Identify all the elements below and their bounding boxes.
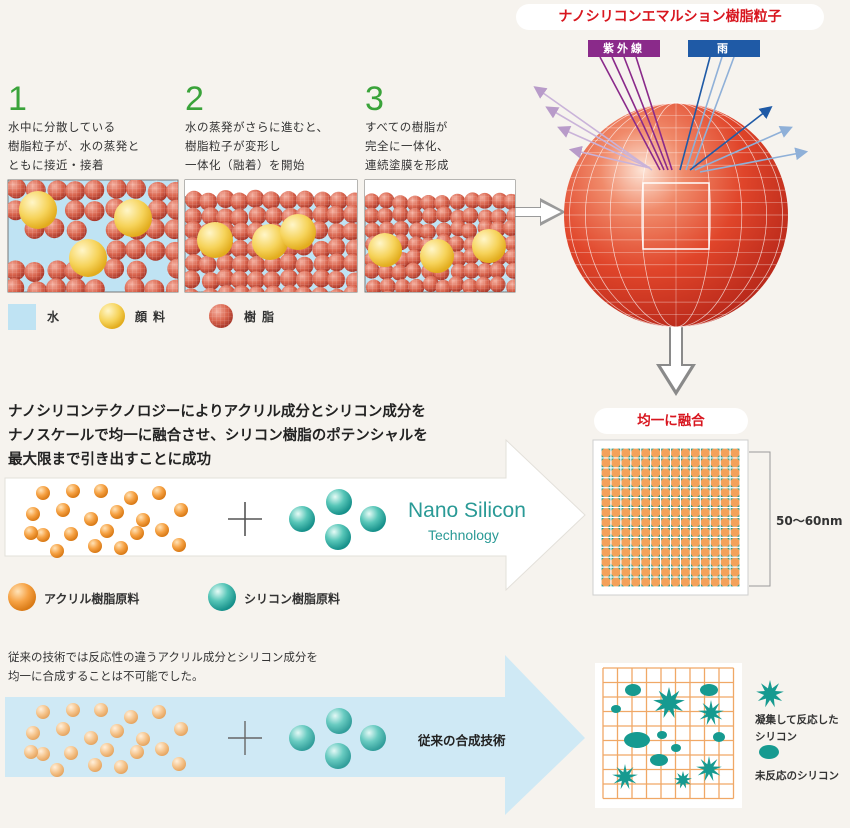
plus-sign-nano xyxy=(228,502,262,536)
legend-water: 水 xyxy=(47,310,66,324)
size-bracket xyxy=(749,451,771,587)
nano-tech-line2: Technology xyxy=(428,527,499,543)
uv-label: 紫外線 xyxy=(603,42,645,55)
legend-silicon: シリコン樹脂原料 xyxy=(244,592,341,606)
plus-sign-conventional xyxy=(228,721,262,755)
step-3-number: 3 xyxy=(365,80,384,118)
headline: ナノシリコンテクノロジーによりアクリル成分とシリコン成分を ナノスケールで均一に… xyxy=(8,404,428,468)
weather-rays xyxy=(533,56,809,173)
sphere-to-fusion-arrow xyxy=(656,318,696,396)
fusion-pill: 均一に融合 xyxy=(594,408,748,434)
aggregated-silicon-icon xyxy=(756,680,784,708)
legend-acrylic: アクリル樹脂原料 xyxy=(44,592,140,606)
size-label: 50〜60nm xyxy=(776,514,843,528)
nano-tech-line1: Nano Silicon xyxy=(408,499,526,522)
rain-tag-box xyxy=(688,40,760,57)
step-1-text: 水中に分散している 樹脂粒子が、水の蒸発と ともに接近・接着 xyxy=(8,120,140,172)
resin-swatch xyxy=(209,304,233,328)
legend-pigment: 顔料 xyxy=(135,310,172,324)
resin-sphere xyxy=(564,102,788,328)
water-swatch xyxy=(8,304,36,330)
conventional-label: 従来の合成技術 xyxy=(418,733,506,748)
step-2-text: 水の蒸発がさらに進むと、 樹脂粒子が変形し 一体化（融着）を開始 xyxy=(185,120,329,172)
step-panel-3 xyxy=(364,179,516,293)
step-panel-2 xyxy=(184,179,358,293)
legend-aggregated: 凝集して反応した シリコン xyxy=(755,714,839,743)
panel-to-sphere-arrow xyxy=(505,198,566,226)
uv-tag-box xyxy=(588,40,660,57)
arrow-particles xyxy=(24,484,386,777)
conventional-grid xyxy=(595,663,742,808)
step-2-number: 2 xyxy=(185,80,204,118)
legend-resin: 樹脂 xyxy=(244,310,281,324)
page-title: ナノシリコンエマルション樹脂粒子 xyxy=(558,9,782,25)
rain-label: 雨 xyxy=(717,42,731,55)
conventional-note: 従来の技術では反応性の違うアクリル成分とシリコン成分を 均一に合成することは不可… xyxy=(8,650,318,683)
acrylic-swatch xyxy=(8,583,36,611)
legend-unreacted: 未反応のシリコン xyxy=(755,770,839,782)
step-panels xyxy=(7,179,516,293)
step-3-text: すべての樹脂が 完全に一体化、 連続塗膜を形成 xyxy=(365,120,449,172)
step-1-number: 1 xyxy=(8,80,27,118)
unreacted-silicon-icon xyxy=(759,745,779,759)
silicon-swatch xyxy=(208,583,236,611)
step-panel-1 xyxy=(7,179,179,293)
pigment-swatch xyxy=(99,303,125,329)
fusion-label: 均一に融合 xyxy=(637,413,705,429)
title-pill: ナノシリコンエマルション樹脂粒子 xyxy=(516,4,824,30)
fusion-grid xyxy=(592,439,749,596)
